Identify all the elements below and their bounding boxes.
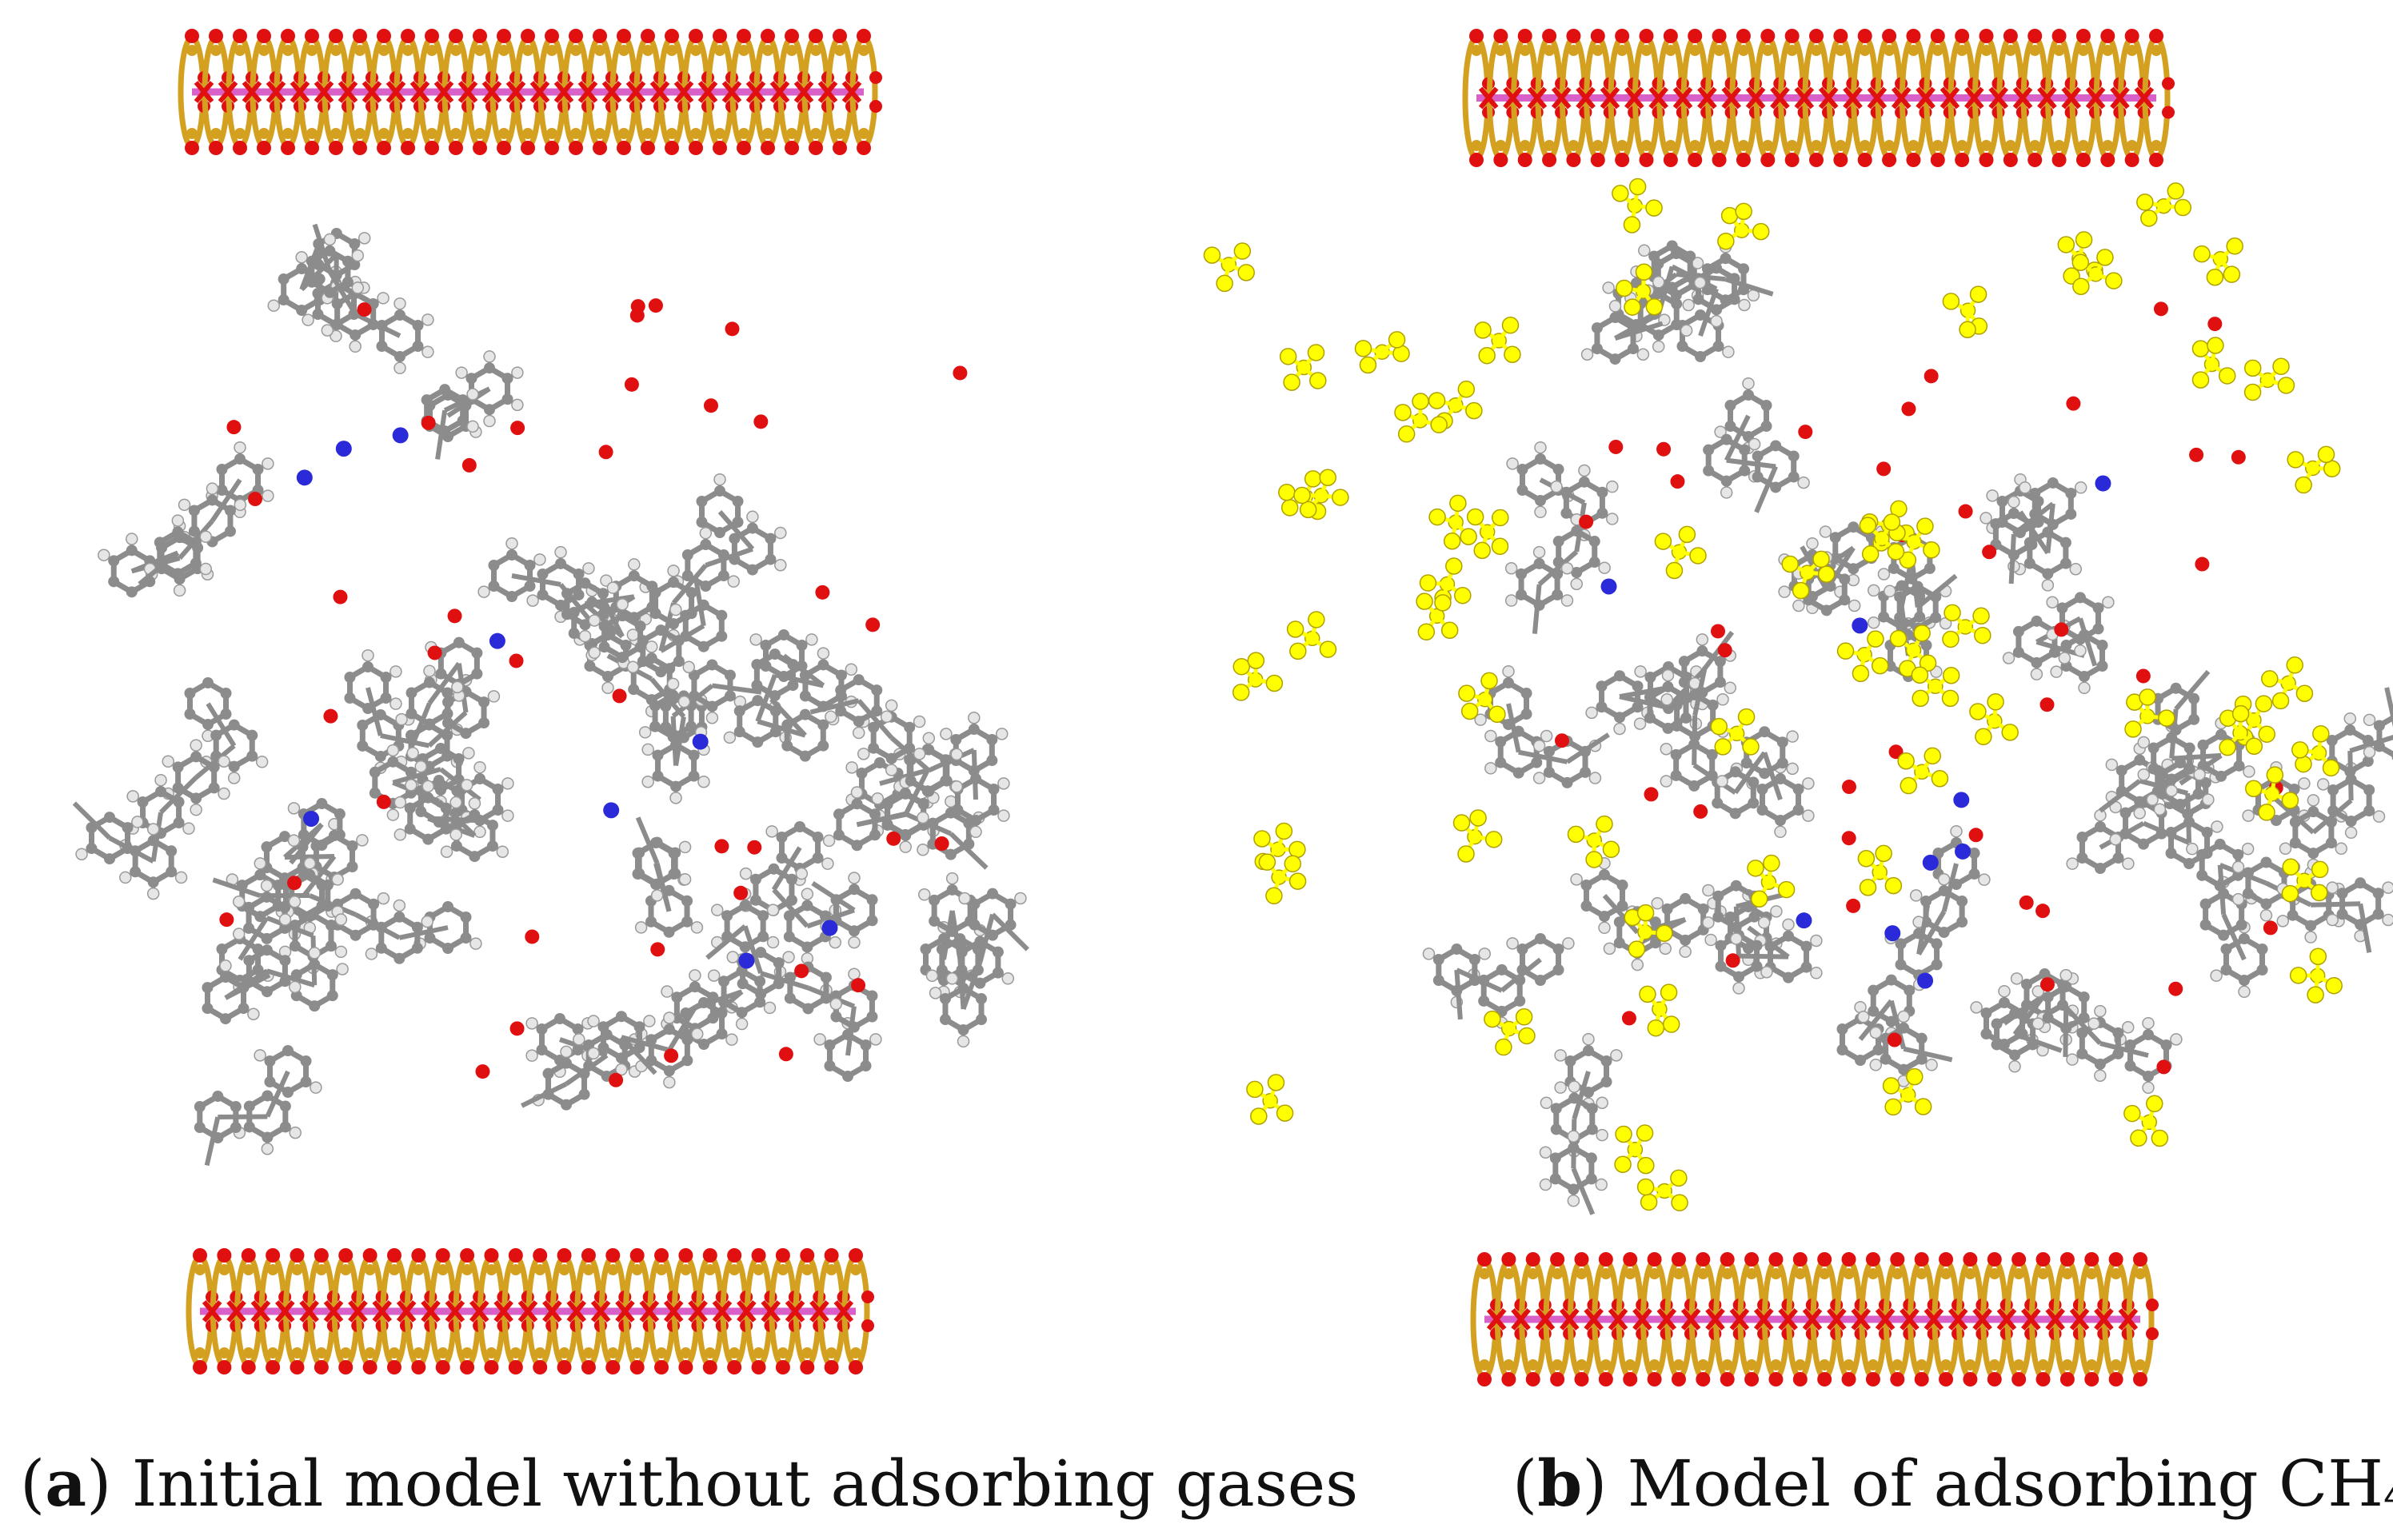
methane-molecule	[1454, 810, 1502, 862]
bottom-slab-b	[1473, 1252, 2159, 1386]
methane-molecule	[1898, 748, 1948, 793]
methane-molecule	[1356, 332, 1410, 373]
methane-molecule	[1615, 1125, 1654, 1174]
methane-molecule	[1638, 1170, 1688, 1211]
methane-molecule	[1640, 984, 1680, 1036]
caption-a-letter: a	[45, 1446, 86, 1521]
caption-b-subscript: 4	[2383, 1470, 2393, 1521]
panel-ch4-model: (b) Model of adsorbing CH4	[1196, 0, 2393, 1534]
methane-molecule	[2291, 948, 2343, 1003]
organic-matter-a	[74, 225, 1028, 1166]
methane-molecule	[1943, 286, 1987, 337]
methane-molecule	[1568, 816, 1619, 868]
methane-molecule	[1838, 631, 1888, 681]
methane-molecule	[1858, 845, 1901, 895]
methane-molecule	[2192, 337, 2235, 388]
methane-molecule	[1711, 709, 1759, 755]
methane-molecule	[2287, 446, 2340, 493]
molecular-scene-b	[1196, 0, 2393, 1423]
methane-molecule	[2245, 358, 2295, 400]
methane-molecule	[1884, 1069, 1932, 1115]
methane-molecule	[2072, 249, 2122, 294]
caption-b: (b) Model of adsorbing CH4	[1512, 1439, 2393, 1527]
methane-molecule	[1970, 694, 2018, 744]
methane-molecule	[2137, 183, 2191, 226]
methane-molecules	[1204, 179, 2342, 1211]
top-slab-a	[181, 29, 882, 155]
methane-molecule	[1484, 1009, 1535, 1055]
methane-molecule	[2282, 859, 2327, 901]
methane-molecule	[2124, 1095, 2168, 1146]
methane-molecule	[2194, 238, 2243, 285]
top-slab-b	[1465, 29, 2175, 167]
methane-molecule	[1233, 652, 1283, 700]
methane-molecule	[1288, 612, 1336, 659]
methane-molecule	[1655, 526, 1706, 578]
methane-molecule	[1280, 345, 1326, 390]
methane-molecule	[1204, 243, 1254, 291]
caption-b-text: Model of adsorbing CH	[1607, 1446, 2383, 1521]
caption-b-letter: b	[1537, 1446, 1582, 1521]
methane-molecule	[1718, 203, 1769, 249]
methane-molecule	[1259, 854, 1305, 904]
methane-molecule	[1247, 1075, 1293, 1124]
methane-molecule	[1612, 179, 1662, 233]
molecular-scene-a	[0, 0, 1196, 1423]
caption-a-text: Initial model without adsorbing gases	[111, 1446, 1358, 1521]
bottom-slab-a	[189, 1248, 874, 1374]
methane-molecule	[1475, 317, 1520, 364]
panel-initial-model: (a) Initial model without adsorbing gase…	[0, 0, 1196, 1534]
caption-a: (a) Initial model without adsorbing gase…	[20, 1439, 1358, 1527]
